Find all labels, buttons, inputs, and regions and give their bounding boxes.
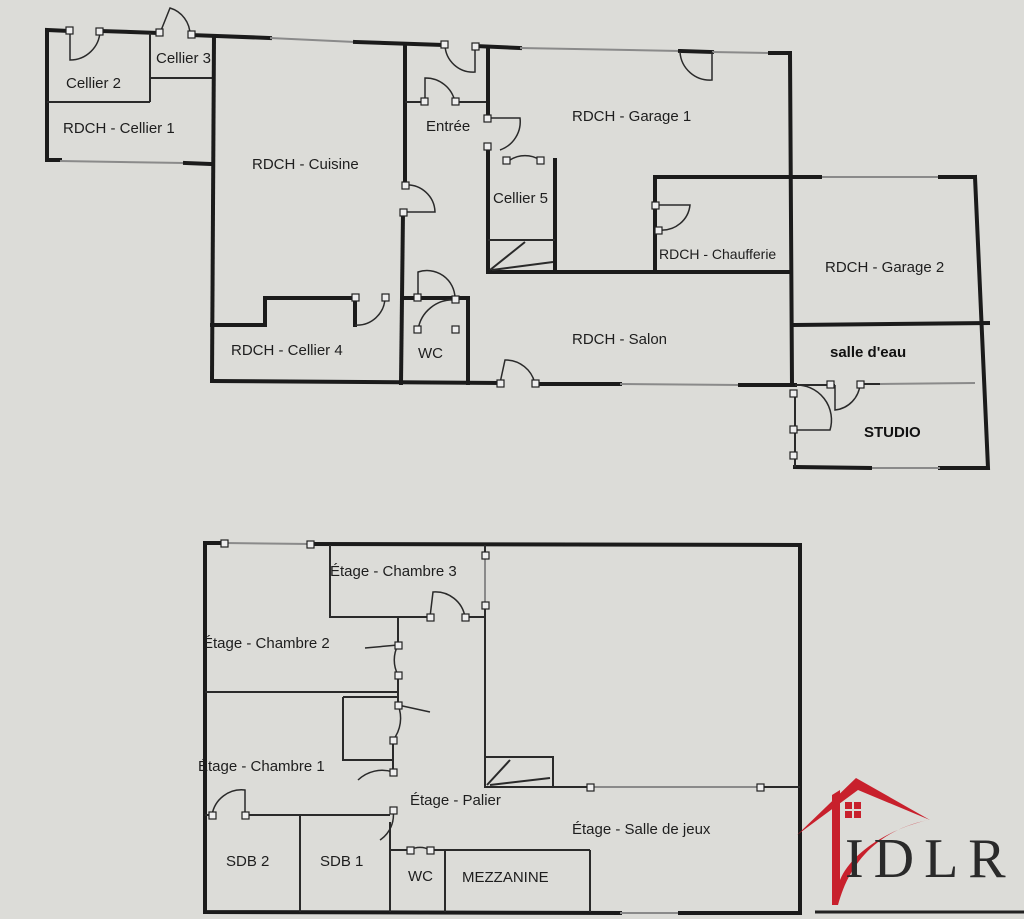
- room-label-salon: RDCH - Salon: [572, 331, 667, 348]
- room-label-chambre-1: Étage - Chambre 1: [198, 758, 325, 775]
- room-label-cuisine: RDCH - Cuisine: [252, 156, 359, 173]
- ground-floor-plan: [45, 7, 991, 471]
- room-label-cellier-4: RDCH - Cellier 4: [231, 342, 343, 359]
- room-label-wc: WC: [418, 345, 443, 362]
- room-label-salle-deau: salle d'eau: [830, 344, 906, 361]
- room-label-entree: Entrée: [426, 118, 470, 135]
- room-label-wc-upper: WC: [408, 868, 433, 885]
- logo-text: IDLR: [845, 828, 1016, 890]
- idlr-logo: IDLR: [797, 778, 1024, 914]
- house-window-icon: [845, 802, 861, 818]
- room-label-mezzanine: MEZZANINE: [462, 869, 549, 886]
- room-label-cellier-1: RDCH - Cellier 1: [63, 120, 175, 137]
- room-label-sdb-1: SDB 1: [320, 853, 363, 870]
- room-label-palier: Étage - Palier: [410, 792, 501, 809]
- room-label-chaufferie: RDCH - Chaufferie: [659, 246, 776, 262]
- room-label-chambre-2: Étage - Chambre 2: [203, 635, 330, 652]
- room-label-cellier-3: Cellier 3: [156, 50, 211, 67]
- room-label-cellier-2: Cellier 2: [66, 75, 121, 92]
- room-label-garage-1: RDCH - Garage 1: [572, 108, 691, 125]
- house-roof-icon: [797, 778, 930, 835]
- upper-floor-plan: [203, 539, 803, 916]
- room-label-studio: STUDIO: [864, 424, 921, 441]
- room-label-salle-de-jeux: Étage - Salle de jeux: [572, 821, 711, 838]
- room-label-cellier-5: Cellier 5: [493, 190, 548, 207]
- room-label-sdb-2: SDB 2: [226, 853, 269, 870]
- room-label-chambre-3: Étage - Chambre 3: [330, 563, 457, 580]
- room-label-garage-2: RDCH - Garage 2: [825, 259, 944, 276]
